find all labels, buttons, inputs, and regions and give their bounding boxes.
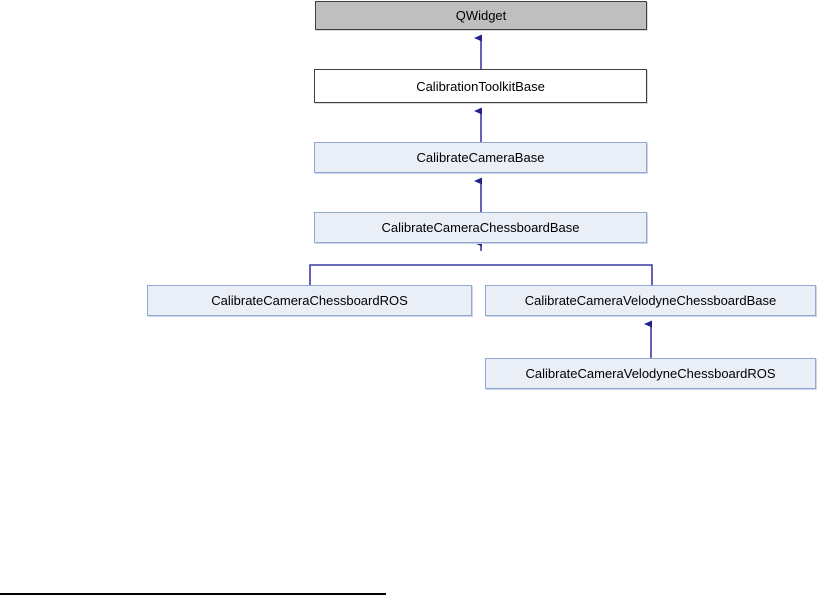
node-label: CalibrateCameraChessboardROS: [211, 293, 408, 308]
node-qwidget[interactable]: QWidget: [315, 1, 647, 30]
footer-divider: [0, 593, 386, 595]
node-label: CalibrationToolkitBase: [416, 78, 545, 94]
node-label: CalibrateCameraChessboardBase: [381, 220, 580, 235]
node-label: CalibrateCameraVelodyneChessboardROS: [525, 366, 776, 381]
node-calibrate-camera-base[interactable]: CalibrateCameraBase: [314, 142, 647, 173]
node-calibrate-camera-chessboard-ros[interactable]: CalibrateCameraChessboardROS: [147, 285, 472, 316]
node-label: CalibrateCameraBase: [416, 150, 545, 165]
node-label: QWidget: [455, 8, 507, 23]
node-calibrate-camera-velodyne-chessboard-base[interactable]: CalibrateCameraVelodyneChessboardBase: [485, 285, 816, 316]
node-label: CalibrateCameraVelodyneChessboardBase: [524, 293, 777, 308]
node-calibration-toolkit-base[interactable]: CalibrationToolkitBase: [314, 69, 647, 103]
node-calibrate-camera-chessboard-base[interactable]: CalibrateCameraChessboardBase: [314, 212, 647, 243]
node-calibrate-camera-velodyne-chessboard-ros[interactable]: CalibrateCameraVelodyneChessboardROS: [485, 358, 816, 389]
edge-chessboardros-to-chessboardbase: [309, 239, 653, 285]
